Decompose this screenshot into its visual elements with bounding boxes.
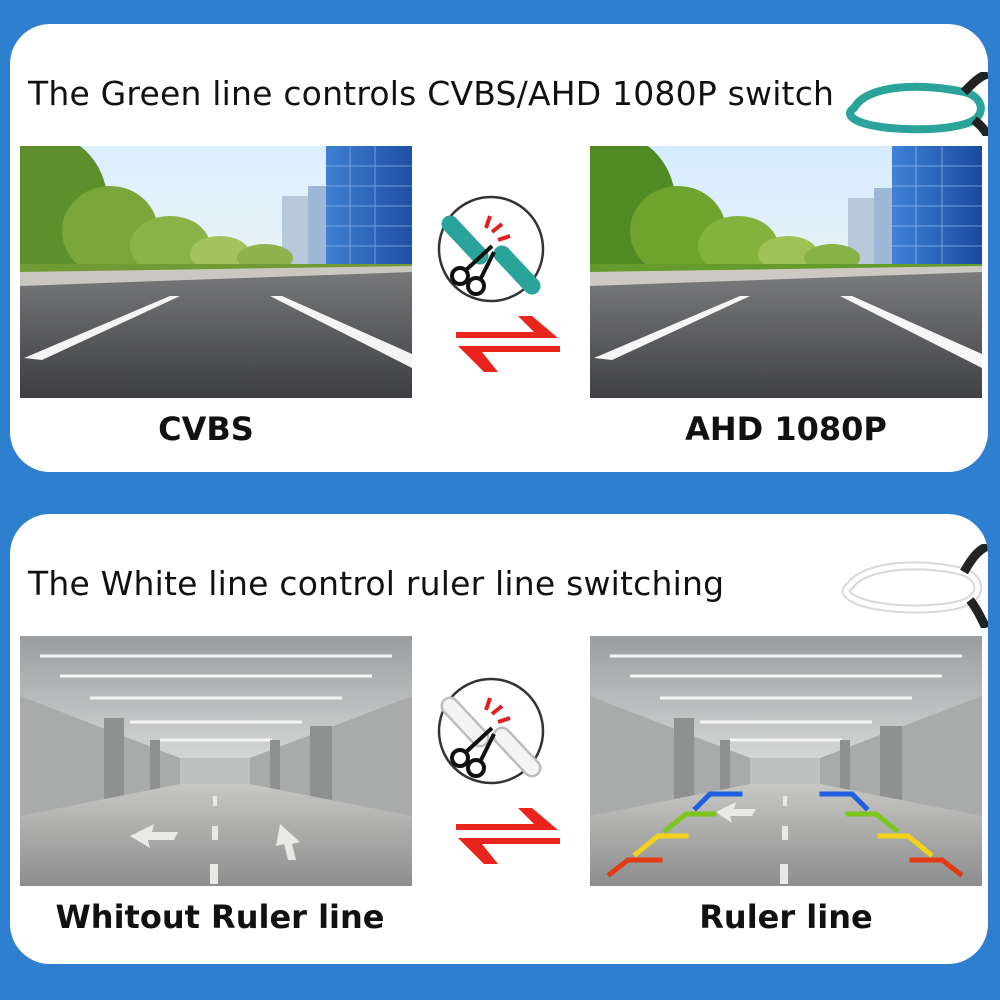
photo-garage-no-ruler bbox=[20, 636, 412, 886]
photo-garage-ruler bbox=[590, 636, 982, 886]
green-wire-loop bbox=[846, 72, 988, 136]
white-wire-loop bbox=[840, 544, 988, 628]
cut-white-wire-icon bbox=[436, 676, 546, 786]
section-heading-ruler-line: The White line control ruler line switch… bbox=[28, 564, 725, 603]
swap-arrows-icon bbox=[454, 314, 562, 374]
cut-green-wire-icon bbox=[436, 194, 546, 304]
caption-ruler-line: Ruler line bbox=[699, 898, 873, 936]
caption-without-ruler: Whitout Ruler line bbox=[55, 898, 385, 936]
photo-road-cvbs bbox=[20, 146, 412, 398]
swap-arrows-icon-2 bbox=[454, 806, 562, 866]
section-heading-video-format: The Green line controls CVBS/AHD 1080P s… bbox=[28, 74, 835, 113]
caption-cvbs: CVBS bbox=[158, 410, 254, 448]
caption-ahd-1080p: AHD 1080P bbox=[685, 410, 887, 448]
photo-road-ahd bbox=[590, 146, 982, 398]
panel-ruler-line: The White line control ruler line switch… bbox=[10, 514, 988, 964]
panel-video-format: The Green line controls CVBS/AHD 1080P s… bbox=[10, 24, 988, 472]
